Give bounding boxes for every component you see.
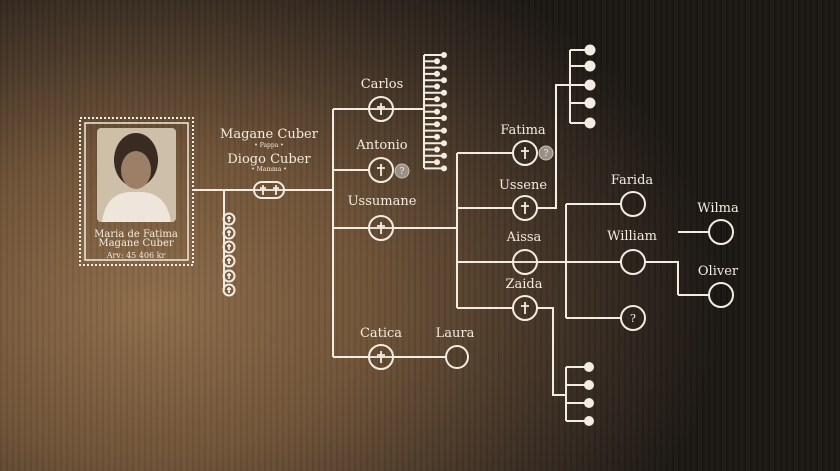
- cross-icon: [227, 230, 231, 236]
- ussene-descendants: [570, 44, 596, 129]
- person-node-fatima[interactable]: [512, 140, 538, 166]
- name-antonio: Antonio: [355, 138, 407, 153]
- person-node-aissa[interactable]: [512, 249, 538, 275]
- descendant-dot: [434, 159, 440, 166]
- descendant-dot: [441, 52, 447, 58]
- descendant-dot: [584, 117, 596, 129]
- father-role: • Pappa •: [254, 142, 284, 149]
- descendant-dot: [441, 165, 447, 172]
- descendant-dot: [434, 58, 440, 65]
- descendant-dot: [584, 380, 594, 390]
- question-mark-icon: ?: [400, 167, 405, 177]
- person-node-ussumane[interactable]: [368, 215, 394, 241]
- cross-icon: [521, 302, 529, 314]
- name-catica: Catica: [360, 326, 402, 341]
- person-node-wilma[interactable]: [708, 219, 734, 245]
- cross-icon: [377, 103, 385, 115]
- descendant-dot: [584, 44, 596, 56]
- name-laura: Laura: [436, 326, 475, 341]
- cross-icon: [227, 244, 231, 250]
- cross-icon: [227, 216, 231, 222]
- parents-node[interactable]: [253, 181, 285, 199]
- name-ussene: Ussene: [499, 178, 547, 193]
- descendant-dot: [434, 146, 440, 153]
- descendant-dot: [441, 152, 447, 159]
- descendant-dot: [434, 96, 440, 103]
- unknown-child[interactable]: ?: [620, 305, 646, 331]
- sibling-node[interactable]: [222, 283, 236, 297]
- portrait-card[interactable]: Maria de Fatima Magane Cuber Arv: 45 406…: [79, 117, 194, 266]
- descendant-dot: [441, 89, 447, 96]
- cross-icon: [377, 164, 385, 176]
- name-william: William: [607, 229, 657, 244]
- name-zaida: Zaida: [505, 277, 542, 292]
- person-node-farida[interactable]: [620, 191, 646, 217]
- name-farida: Farida: [611, 173, 654, 188]
- siblings-column: [222, 212, 236, 297]
- cross-icon: [260, 185, 279, 195]
- mother-role: • Mamma •: [251, 166, 287, 173]
- inheritance-amount: Arv: 45 406 kr: [106, 251, 166, 260]
- descendant-dot: [434, 133, 440, 140]
- descendant-dot: [441, 140, 447, 147]
- subject-name-line1: Maria de Fatima: [94, 229, 178, 240]
- person-node-william[interactable]: [620, 249, 646, 275]
- person-node-laura[interactable]: [445, 345, 469, 369]
- descendant-dot: [434, 70, 440, 77]
- descendant-dot: [584, 362, 594, 372]
- descendant-dot: [441, 64, 447, 71]
- name-aissa: Aissa: [506, 230, 542, 245]
- person-node-carlos[interactable]: [368, 96, 394, 122]
- descendant-dot: [441, 127, 447, 134]
- descendant-dot: [441, 77, 447, 84]
- descendant-dot: [584, 416, 594, 426]
- cross-icon: [521, 202, 529, 214]
- descendant-dot: [584, 97, 596, 109]
- question-mark-icon: ?: [630, 312, 636, 325]
- person-node-antonio[interactable]: [368, 157, 394, 183]
- person-node-ussene[interactable]: [512, 195, 538, 221]
- sibling-node[interactable]: [222, 212, 236, 226]
- descendant-dot: [584, 79, 596, 91]
- person-node-zaida[interactable]: [512, 295, 538, 321]
- sibling-node[interactable]: [222, 226, 236, 240]
- cross-icon: [377, 351, 385, 363]
- cross-icon: [227, 273, 231, 279]
- descendant-dot: [584, 398, 594, 408]
- name-ussumane: Ussumane: [348, 194, 417, 209]
- father-name: Magane Cuber: [220, 127, 319, 142]
- unknown-fatima-partner[interactable]: ?: [538, 145, 554, 161]
- descendant-dot: [584, 60, 596, 72]
- sibling-node[interactable]: [222, 269, 236, 283]
- name-carlos: Carlos: [361, 77, 404, 92]
- carlos-descendants: [424, 52, 447, 172]
- zaida-descendants: [566, 362, 594, 426]
- question-mark-icon: ?: [544, 149, 549, 159]
- descendant-dot: [434, 83, 440, 90]
- name-fatima: Fatima: [500, 123, 546, 138]
- descendant-dot: [434, 121, 440, 128]
- descendant-dot: [441, 115, 447, 121]
- cross-icon: [521, 147, 529, 159]
- cross-icon: [377, 222, 385, 234]
- cross-icon: [227, 258, 231, 264]
- sibling-node[interactable]: [222, 254, 236, 268]
- subject-name-line2: Magane Cuber: [98, 238, 174, 249]
- unknown-antonio-partner[interactable]: ?: [394, 163, 410, 179]
- mother-name: Diogo Cuber: [227, 152, 311, 167]
- person-node-oliver[interactable]: [708, 282, 734, 308]
- name-wilma: Wilma: [697, 201, 739, 216]
- descendant-dot: [441, 102, 447, 109]
- person-node-catica[interactable]: [368, 344, 394, 370]
- descendant-dot: [434, 108, 440, 115]
- name-oliver: Oliver: [698, 264, 739, 279]
- sibling-node[interactable]: [222, 240, 236, 254]
- cross-icon: [227, 287, 231, 293]
